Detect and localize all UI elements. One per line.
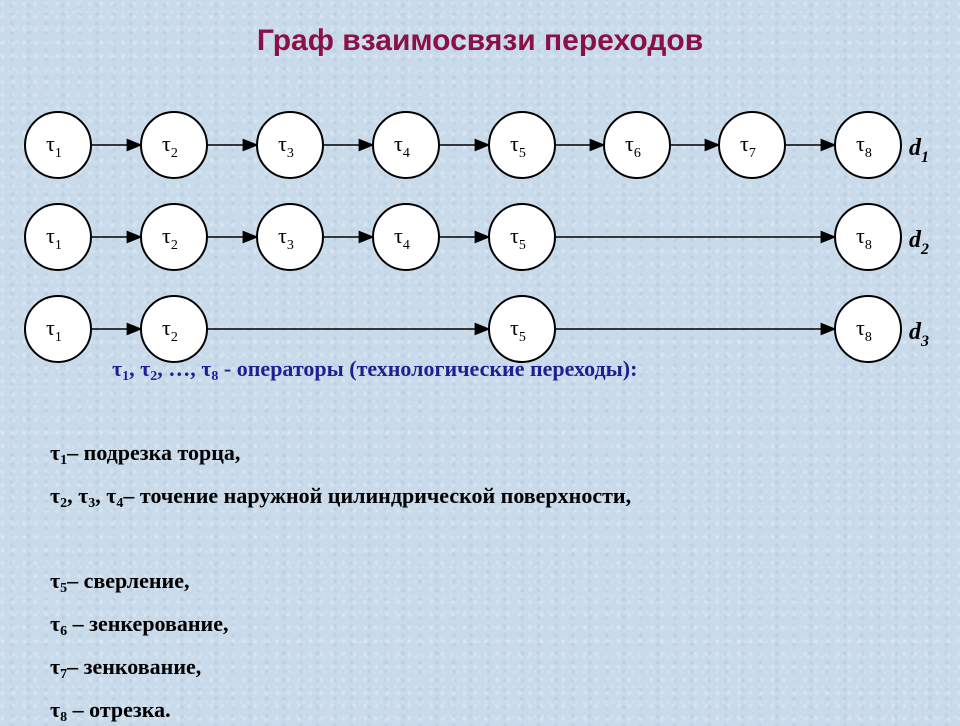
graph-node-tau-6: τ6: [603, 111, 671, 179]
graph-node-tau-7: τ7: [718, 111, 786, 179]
node-circle: [834, 295, 902, 363]
node-circle: [603, 111, 671, 179]
operation-item: τ6 – зенкерование,: [50, 611, 229, 639]
node-circle: [24, 111, 92, 179]
operation-item: τ8 – отрезка.: [50, 697, 171, 725]
row-label-d2: d2: [909, 227, 929, 258]
node-circle: [488, 111, 556, 179]
graph-node-tau-5: τ5: [488, 203, 556, 271]
slide-title: Граф взаимосвязи переходов: [256, 24, 704, 57]
graph-node-tau-5: τ5: [488, 111, 556, 179]
node-circle: [834, 203, 902, 271]
graph-node-tau-4: τ4: [372, 203, 440, 271]
graph-node-tau-2: τ2: [140, 111, 208, 179]
operation-item: τ1– подрезка торца,: [50, 440, 241, 468]
node-circle: [834, 111, 902, 179]
graph-node-tau-1: τ1: [24, 203, 92, 271]
legend-line: τ1, τ2, …, τ8 - операторы (технологическ…: [112, 356, 638, 384]
graph-node-tau-3: τ3: [256, 203, 324, 271]
node-circle: [372, 111, 440, 179]
node-circle: [488, 295, 556, 363]
graph-node-tau-4: τ4: [372, 111, 440, 179]
operation-item: τ7– зенкование,: [50, 654, 202, 682]
node-circle: [256, 111, 324, 179]
graph-node-tau-1: τ1: [24, 111, 92, 179]
operation-item: τ2, τ3, τ4– точение наружной цилиндричес…: [50, 483, 632, 511]
graph-node-tau-8: τ8: [834, 203, 902, 271]
node-circle: [256, 203, 324, 271]
node-circle: [24, 203, 92, 271]
node-circle: [488, 203, 556, 271]
graph-node-tau-8: τ8: [834, 111, 902, 179]
node-circle: [140, 295, 208, 363]
graph-node-tau-5: τ5: [488, 295, 556, 363]
node-circle: [140, 111, 208, 179]
operation-item: τ5– сверление,: [50, 568, 190, 596]
graph-node-tau-3: τ3: [256, 111, 324, 179]
graph-node-tau-8: τ8: [834, 295, 902, 363]
node-circle: [140, 203, 208, 271]
node-circle: [372, 203, 440, 271]
row-label-d1: d1: [909, 135, 929, 166]
graph-node-tau-2: τ2: [140, 295, 208, 363]
node-circle: [718, 111, 786, 179]
node-circle: [24, 295, 92, 363]
row-label-d3: d3: [909, 319, 929, 350]
graph-node-tau-2: τ2: [140, 203, 208, 271]
graph-node-tau-1: τ1: [24, 295, 92, 363]
